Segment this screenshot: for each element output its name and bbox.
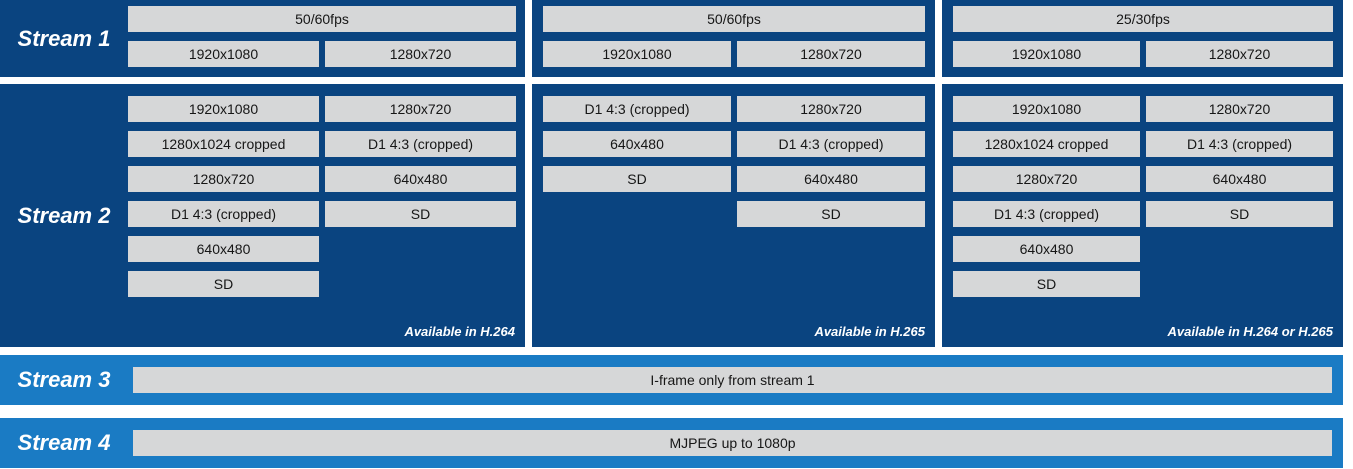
stream1-panel-1: Stream 1 50/60fps 1920x1080 1280x720 (0, 0, 525, 77)
resolution-column-left: 1920x1080 1280x1024 cropped 1280x720 D1 … (953, 96, 1140, 297)
resolution-chip: SD (128, 271, 319, 297)
stream3-label: Stream 3 (17, 367, 111, 392)
resolution-row: 1920x1080 1280x720 (953, 41, 1333, 67)
resolution-columns: D1 4:3 (cropped) 640x480 SD 1280x720 D1 … (543, 96, 925, 227)
resolution-row: 1920x1080 1280x720 (543, 41, 925, 67)
resolution-chip: 1280x1024 cropped (128, 131, 319, 157)
availability-note: Available in H.264 (404, 324, 515, 339)
stream3-bar: Stream 3 I-frame only from stream 1 (0, 355, 1343, 405)
resolution-columns: 1920x1080 1280x1024 cropped 1280x720 D1 … (128, 96, 516, 297)
resolution-chip: 1280x720 (953, 166, 1140, 192)
resolution-chip: 1280x720 (325, 41, 516, 67)
fps-chip: 50/60fps (543, 6, 925, 32)
resolution-chip: 1920x1080 (953, 96, 1140, 122)
resolution-column-right: 1280x720 D1 4:3 (cropped) 640x480 SD (737, 96, 925, 227)
resolution-chip: D1 4:3 (cropped) (128, 201, 319, 227)
availability-note: Available in H.265 (814, 324, 925, 339)
stream4-label-cell: Stream 4 (0, 418, 128, 468)
stream3-value-chip: I-frame only from stream 1 (133, 367, 1332, 393)
stream2-label-cell: Stream 2 (0, 84, 128, 347)
resolution-column-left: 1920x1080 1280x1024 cropped 1280x720 D1 … (128, 96, 319, 297)
resolution-chip: SD (737, 201, 925, 227)
stream1-label: Stream 1 (17, 25, 111, 51)
resolution-chip: 640x480 (128, 236, 319, 262)
resolution-chip: 1280x720 (737, 96, 925, 122)
stream1-panel-2: 50/60fps 1920x1080 1280x720 (532, 0, 935, 77)
stream1-panel-1-content: 50/60fps 1920x1080 1280x720 (128, 6, 516, 68)
stream1-panel-2-content: 50/60fps 1920x1080 1280x720 (543, 6, 925, 68)
resolution-chip: 640x480 (737, 166, 925, 192)
stream4-value-chip: MJPEG up to 1080p (133, 430, 1332, 456)
resolution-chip: D1 4:3 (cropped) (1146, 131, 1333, 157)
resolution-chip: D1 4:3 (cropped) (953, 201, 1140, 227)
resolution-chip: 1280x1024 cropped (953, 131, 1140, 157)
resolution-chip: 640x480 (325, 166, 516, 192)
resolution-column-right: 1280x720 D1 4:3 (cropped) 640x480 SD (1146, 96, 1333, 227)
resolution-chip: SD (953, 271, 1140, 297)
stream1-panel-3-content: 25/30fps 1920x1080 1280x720 (953, 6, 1333, 68)
resolution-chip: D1 4:3 (cropped) (325, 131, 516, 157)
stream2-label: Stream 2 (17, 202, 111, 228)
resolution-chip: SD (543, 166, 731, 192)
resolution-chip: 1280x720 (128, 166, 319, 192)
resolution-chip: 1280x720 (325, 96, 516, 122)
resolution-chip: 1920x1080 (128, 41, 319, 67)
resolution-column-right: 1280x720 D1 4:3 (cropped) 640x480 SD (325, 96, 516, 227)
stream2-panel-1: Stream 2 1920x1080 1280x1024 cropped 128… (0, 84, 525, 347)
stream1-panel-3: 25/30fps 1920x1080 1280x720 (942, 0, 1343, 77)
resolution-chip: D1 4:3 (cropped) (543, 96, 731, 122)
resolution-chip: D1 4:3 (cropped) (737, 131, 925, 157)
stream1-label-cell: Stream 1 (0, 0, 128, 77)
resolution-chip: 1280x720 (737, 41, 925, 67)
resolution-chip: 640x480 (953, 236, 1140, 262)
stream4-label: Stream 4 (17, 430, 111, 455)
stream2-panel-2: D1 4:3 (cropped) 640x480 SD 1280x720 D1 … (532, 84, 935, 347)
resolution-chip: SD (325, 201, 516, 227)
resolution-chip: 1920x1080 (128, 96, 319, 122)
fps-chip: 50/60fps (128, 6, 516, 32)
resolution-chip: 640x480 (543, 131, 731, 157)
resolution-chip: 1920x1080 (953, 41, 1140, 67)
resolution-chip: SD (1146, 201, 1333, 227)
resolution-chip: 1280x720 (1146, 41, 1333, 67)
stream4-bar: Stream 4 MJPEG up to 1080p (0, 418, 1343, 468)
resolution-row: 1920x1080 1280x720 (128, 41, 516, 67)
resolution-column-left: D1 4:3 (cropped) 640x480 SD (543, 96, 731, 192)
availability-note: Available in H.264 or H.265 (1167, 324, 1333, 339)
stream3-label-cell: Stream 3 (0, 355, 128, 405)
resolution-chip: 1280x720 (1146, 96, 1333, 122)
fps-chip: 25/30fps (953, 6, 1333, 32)
resolution-chip: 640x480 (1146, 166, 1333, 192)
resolution-columns: 1920x1080 1280x1024 cropped 1280x720 D1 … (953, 96, 1333, 297)
stream2-panel-3: 1920x1080 1280x1024 cropped 1280x720 D1 … (942, 84, 1343, 347)
resolution-chip: 1920x1080 (543, 41, 731, 67)
